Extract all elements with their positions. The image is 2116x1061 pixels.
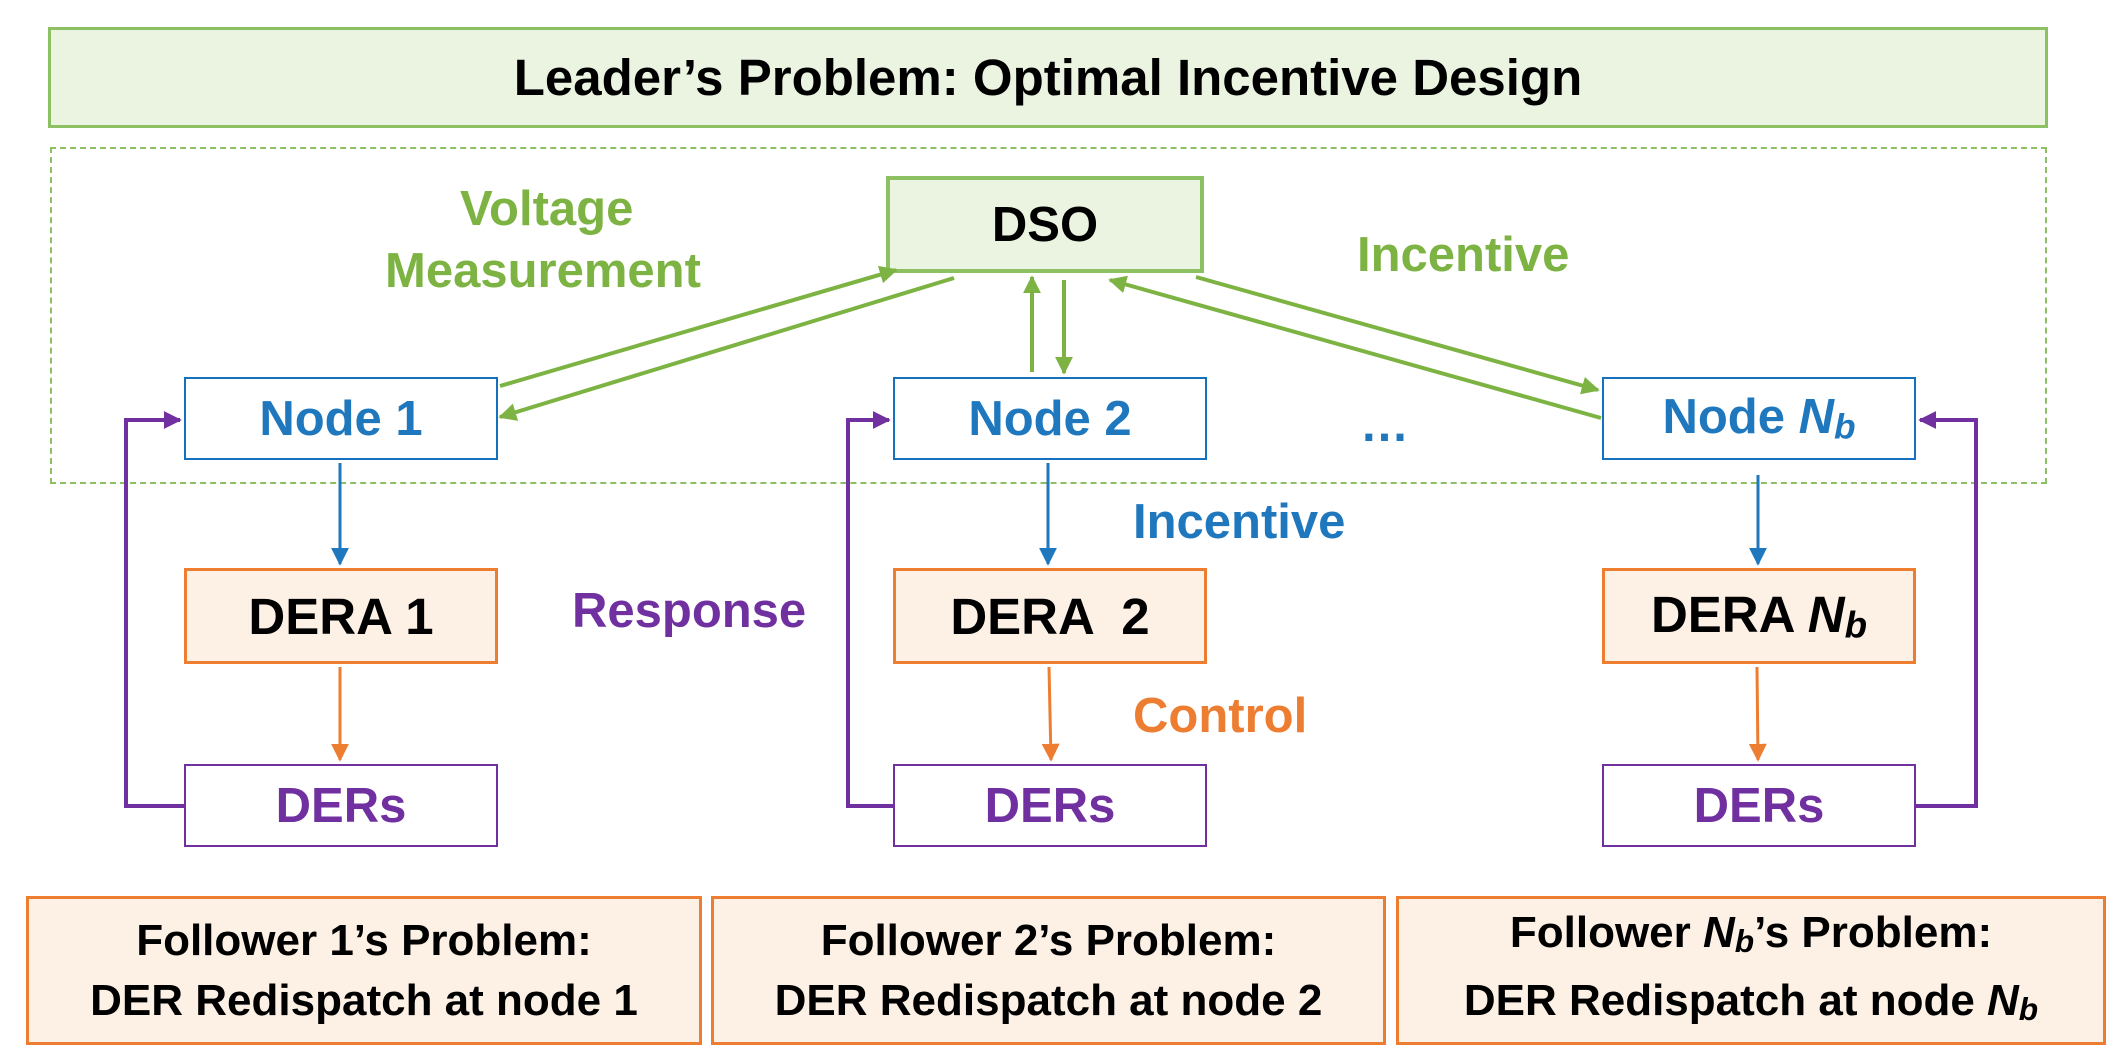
dera-2-box: DERA 2 [893, 568, 1207, 664]
ders-1-box: DERs [184, 764, 498, 847]
follower-1-box: Follower 1’s Problem: DER Redispatch at … [26, 896, 702, 1045]
follower-2-line2: DER Redispatch at node 2 [774, 975, 1323, 1025]
ders-1-label: DERs [275, 778, 407, 833]
arrow-dera2-to-ders2 [1041, 666, 1060, 762]
node-1-label: Node 1 [259, 391, 423, 446]
voltage-label-line1: Voltage [460, 182, 634, 236]
ellipsis-label: … [1360, 398, 1409, 452]
dso-label: DSO [991, 197, 1099, 252]
follower-1-line1: Follower 1’s Problem: [136, 915, 592, 965]
follower-nb-box: Follower Nb’s Problem: DER Redispatch at… [1396, 896, 2106, 1045]
follower-2-line1: Follower 2’s Problem: [820, 915, 1277, 965]
response-label: Response [572, 584, 807, 638]
node-2-box: Node 2 [893, 377, 1207, 460]
incentive-label-mid: Incentive [1133, 495, 1346, 549]
incentive-label-top: Incentive [1357, 228, 1570, 282]
follower-1-line2: DER Redispatch at node 1 [90, 975, 638, 1025]
control-label: Control [1133, 689, 1308, 743]
dera-nb-box: DERA Nb [1602, 568, 1916, 664]
dso-box: DSO [886, 176, 1204, 273]
follower-nb-line1: Follower Nb’s Problem: [1509, 907, 1993, 959]
ders-2-label: DERs [984, 778, 1116, 833]
dera-nb-label: DERA Nb [1650, 586, 1868, 646]
ders-2-box: DERs [893, 764, 1207, 847]
voltage-label-line2: Measurement [385, 244, 701, 298]
leader-problem-box: Leader’s Problem: Optimal Incentive Desi… [48, 27, 2048, 128]
ders-nb-label: DERs [1693, 778, 1825, 833]
dera-2-label: DERA 2 [950, 587, 1150, 645]
node-1-box: Node 1 [184, 377, 498, 460]
follower-nb-line2: DER Redispatch at node Nb [1463, 975, 2039, 1027]
node-nb-label: Node Nb [1662, 390, 1856, 447]
arrow-deranb-to-dersnb [1748, 666, 1767, 762]
node-2-label: Node 2 [968, 391, 1132, 446]
leader-problem-title: Leader’s Problem: Optimal Incentive Desi… [513, 49, 1583, 106]
dera-1-label: DERA 1 [248, 587, 434, 645]
follower-2-box: Follower 2’s Problem: DER Redispatch at … [711, 896, 1386, 1045]
node-nb-box: Node Nb [1602, 377, 1916, 460]
dera-1-box: DERA 1 [184, 568, 498, 664]
ders-nb-box: DERs [1602, 764, 1916, 847]
